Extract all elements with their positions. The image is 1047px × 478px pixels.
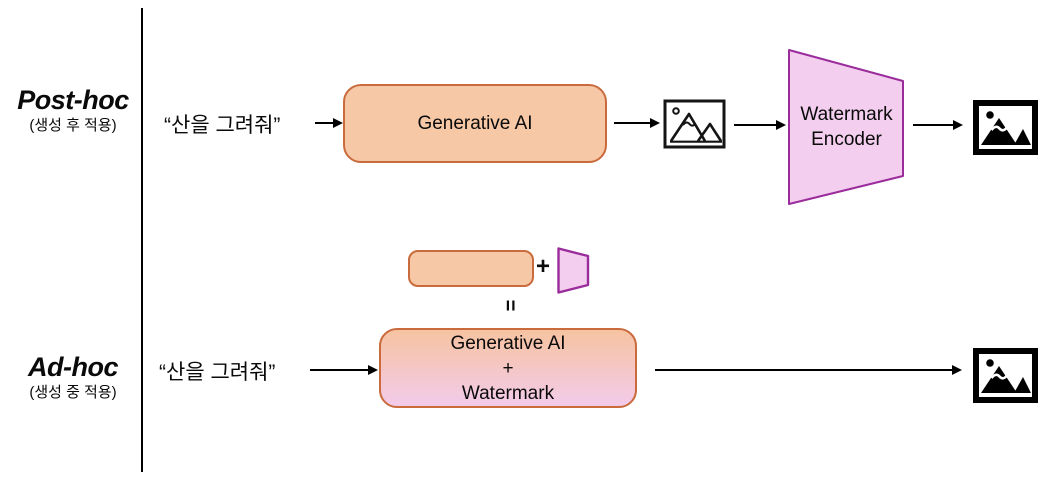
posthoc-subtitle: (생성 후 적용)	[29, 117, 117, 134]
adhoc-subtitle: (생성 중 적용)	[29, 384, 117, 401]
watermark-encoder-line2: Encoder	[811, 128, 882, 150]
combined-line3: Watermark	[461, 382, 555, 404]
arrow-encoder-to-output	[913, 120, 963, 130]
combined-line1: Generative AI	[450, 332, 566, 354]
adhoc-label: Ad-hoc (생성 중 적용)	[2, 352, 144, 402]
generative-ai-label: Generative AI	[417, 112, 533, 134]
arrow-prompt-to-genai	[315, 118, 343, 128]
adhoc-title: Ad-hoc	[28, 352, 118, 382]
posthoc-title: Post-hoc	[17, 85, 129, 115]
posthoc-prompt: “산을 그려줘”	[164, 114, 281, 137]
arrow-combined-to-output	[655, 365, 962, 375]
watermarked-image-icon	[973, 100, 1038, 155]
divider-line	[141, 8, 143, 472]
watermark-encoder-line1: Watermark	[800, 103, 893, 125]
combined-genai-watermark-box: Generative AI + Watermark	[379, 328, 637, 408]
arrow-image-to-encoder	[734, 120, 786, 130]
plus-operator: +	[536, 253, 551, 280]
image-icon	[663, 99, 726, 149]
combined-line2: +	[502, 357, 514, 379]
mini-generative-ai-shape	[408, 250, 534, 287]
posthoc-label: Post-hoc (생성 후 적용)	[2, 85, 144, 135]
equals-operator: =	[498, 299, 521, 312]
arrow-genai-to-image	[614, 118, 660, 128]
watermark-encoder-shape	[788, 49, 904, 205]
arrow-prompt-to-combined	[310, 365, 378, 375]
watermarked-image-icon	[973, 348, 1038, 403]
mini-watermark-encoder-shape	[557, 247, 590, 294]
watermark-encoder-label: Watermark Encoder	[788, 49, 905, 204]
adhoc-prompt: “산을 그려줘”	[159, 361, 276, 384]
generative-ai-box: Generative AI	[343, 84, 607, 163]
